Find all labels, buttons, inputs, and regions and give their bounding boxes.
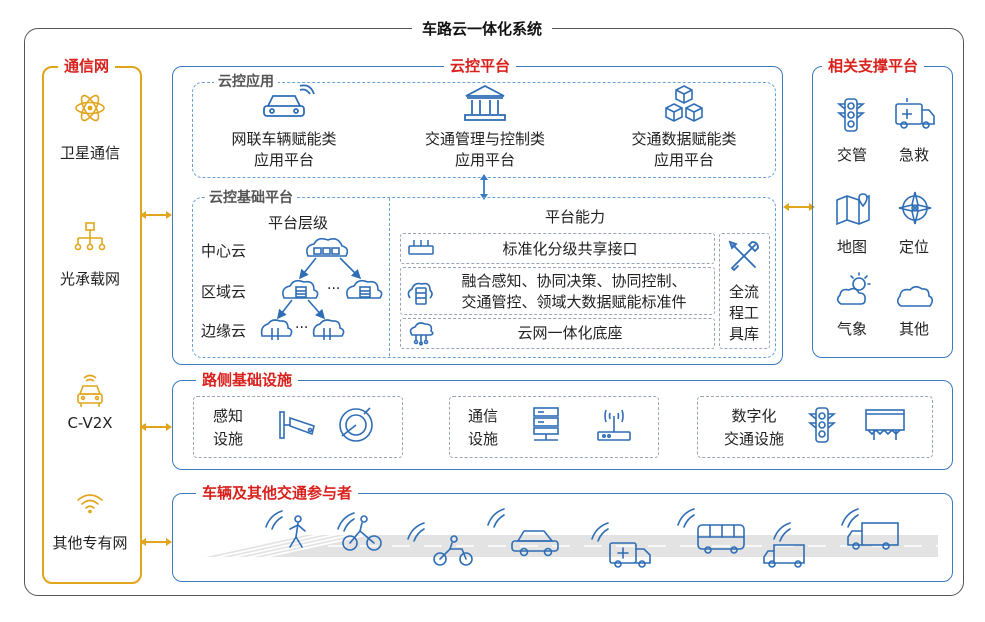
billboard-icon [865,409,905,440]
roadside-line: 设施 [467,430,498,448]
map-icon [836,193,870,226]
ability-label: 标准化分级共享接口 [502,240,638,258]
tools-icon [728,240,759,272]
interface-icon [408,240,434,255]
connected-car-icon [77,374,103,407]
traffic-light-icon [807,407,837,443]
level-label: 区域云 [201,283,247,301]
toolbox-line: 全流 [728,283,759,301]
ambulance-icon [895,98,935,129]
left-item-label: 卫星通信 [59,144,120,162]
roadside-group [449,396,659,458]
ellipsis: ··· [327,281,341,297]
double-arrow-icon [140,423,172,431]
roadside-line: 通信 [467,407,498,425]
level-label: 中心云 [201,242,247,260]
wifi-icon [77,494,103,514]
connected-car-icon [263,84,315,117]
ability-line2: 交通管控、领域大数据赋能标准件 [461,293,687,311]
roadside-line: 感知 [212,407,243,425]
app-line2: 应用平台 [653,151,714,169]
vehicles-panel [172,493,953,582]
ability-row [400,233,715,264]
double-arrow-icon [783,203,815,211]
app-line1: 交通数据赋能类 [631,130,737,148]
app-line2: 应用平台 [454,151,515,169]
radar-icon [339,407,373,442]
double-arrow-icon [140,538,172,546]
divider [389,198,390,356]
comm-network-title: 通信网 [58,55,116,76]
ability-label: 云网一体化底座 [517,324,623,342]
app-line2: 应用平台 [253,151,314,169]
atom-icon [75,94,105,122]
cloud-base-title: 云控基础平台 [205,187,297,207]
server-rack-icon [533,407,559,441]
double-arrow-icon [140,211,172,219]
government-building-icon [464,84,506,121]
left-item-label: C-V2X [67,414,113,432]
left-item-label: 其他专有网 [52,534,128,552]
cloud-icon [896,285,934,307]
roadside-group [193,396,403,458]
ability-row [400,267,715,315]
cloud-base-box [192,197,776,358]
app-line1: 交通管理与控制类 [424,130,545,148]
cloud-platform-title: 云控平台 [444,55,517,76]
roadside-line: 交通设施 [723,430,784,448]
router-icon [597,409,631,441]
support-label: 定位 [898,238,929,256]
toolbox-line: 程工 [728,304,759,322]
compass-icon [898,191,932,225]
support-label: 急救 [898,146,929,164]
road-scene [198,508,938,568]
network-tree-icon [74,222,106,251]
roadside-line: 设施 [212,430,243,448]
support-label: 交管 [836,146,867,164]
roadside-panel [172,380,953,470]
support-label: 其他 [898,320,929,338]
server-icon [407,282,433,305]
cubes-icon [665,85,703,122]
levels-title: 平台层级 [267,214,328,232]
roadside-title: 路侧基础设施 [196,369,299,390]
traffic-light-icon [836,98,866,132]
level-label: 边缘云 [201,322,247,340]
app-line1: 网联车辆赋能类 [231,130,337,148]
abilities-title: 平台能力 [544,208,605,226]
vehicles-title: 车辆及其他交通参与者 [196,482,359,503]
support-label: 地图 [836,238,867,256]
cloud-network-icon [409,322,434,346]
ability-line1: 融合感知、协同决策、协同控制、 [461,272,687,290]
ability-row [400,318,715,349]
camera-icon [279,411,315,439]
toolbox-line: 具库 [728,325,759,343]
page-title: 车路云一体化系统 [412,18,553,39]
left-item-label: 光承载网 [59,270,120,288]
cloud-apps-title: 云控应用 [214,71,278,91]
ellipsis: ··· [295,320,309,336]
weather-icon [836,272,871,305]
support-label: 气象 [836,320,867,338]
support-platform-title: 相关支撑平台 [822,55,925,76]
cloud-hierarchy-diagram [260,237,383,340]
roadside-line: 数字化 [731,407,777,425]
roadside-group [697,396,933,458]
toolbox-box [719,233,770,349]
